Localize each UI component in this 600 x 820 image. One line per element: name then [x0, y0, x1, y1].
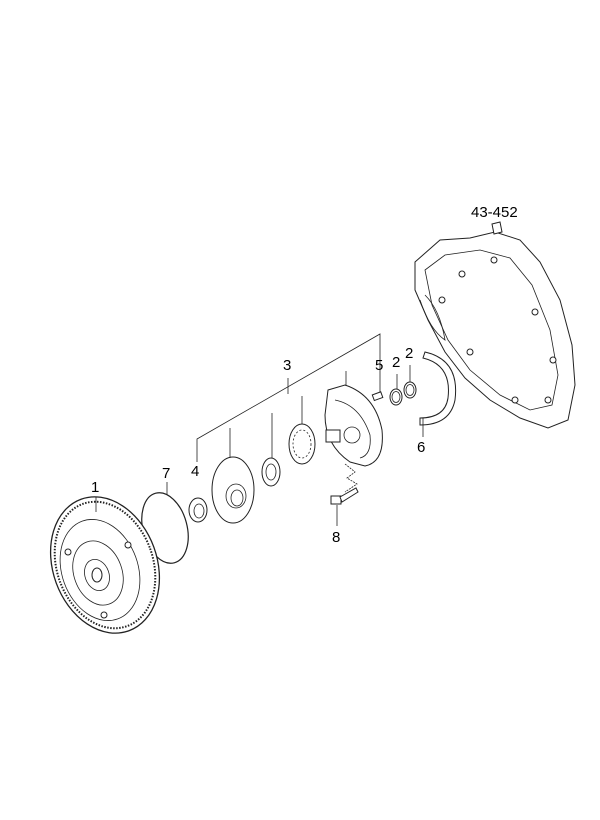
pump-gasket — [419, 351, 457, 426]
callout-43-452[interactable]: 43-452 — [471, 204, 518, 221]
pump-cover — [211, 456, 255, 524]
dowel-pin — [491, 221, 503, 235]
leader-lines — [95, 333, 424, 526]
oil-pump-body — [324, 384, 383, 467]
callout-7[interactable]: 7 — [162, 465, 171, 482]
callout-8[interactable]: 8 — [332, 529, 341, 546]
callout-4[interactable]: 4 — [191, 463, 200, 480]
callout-2[interactable]: 2 — [392, 354, 401, 371]
bolt — [330, 487, 359, 505]
inner-gear — [261, 457, 281, 487]
callout-6[interactable]: 6 — [417, 439, 426, 456]
callout-1[interactable]: 1 — [91, 479, 100, 496]
callout-3[interactable]: 3 — [283, 357, 292, 374]
plug — [371, 391, 384, 402]
torque-converter — [49, 496, 161, 634]
callout-2[interactable]: 2 — [405, 345, 414, 362]
transmission-housing — [414, 221, 576, 429]
callout-5[interactable]: 5 — [375, 357, 384, 374]
